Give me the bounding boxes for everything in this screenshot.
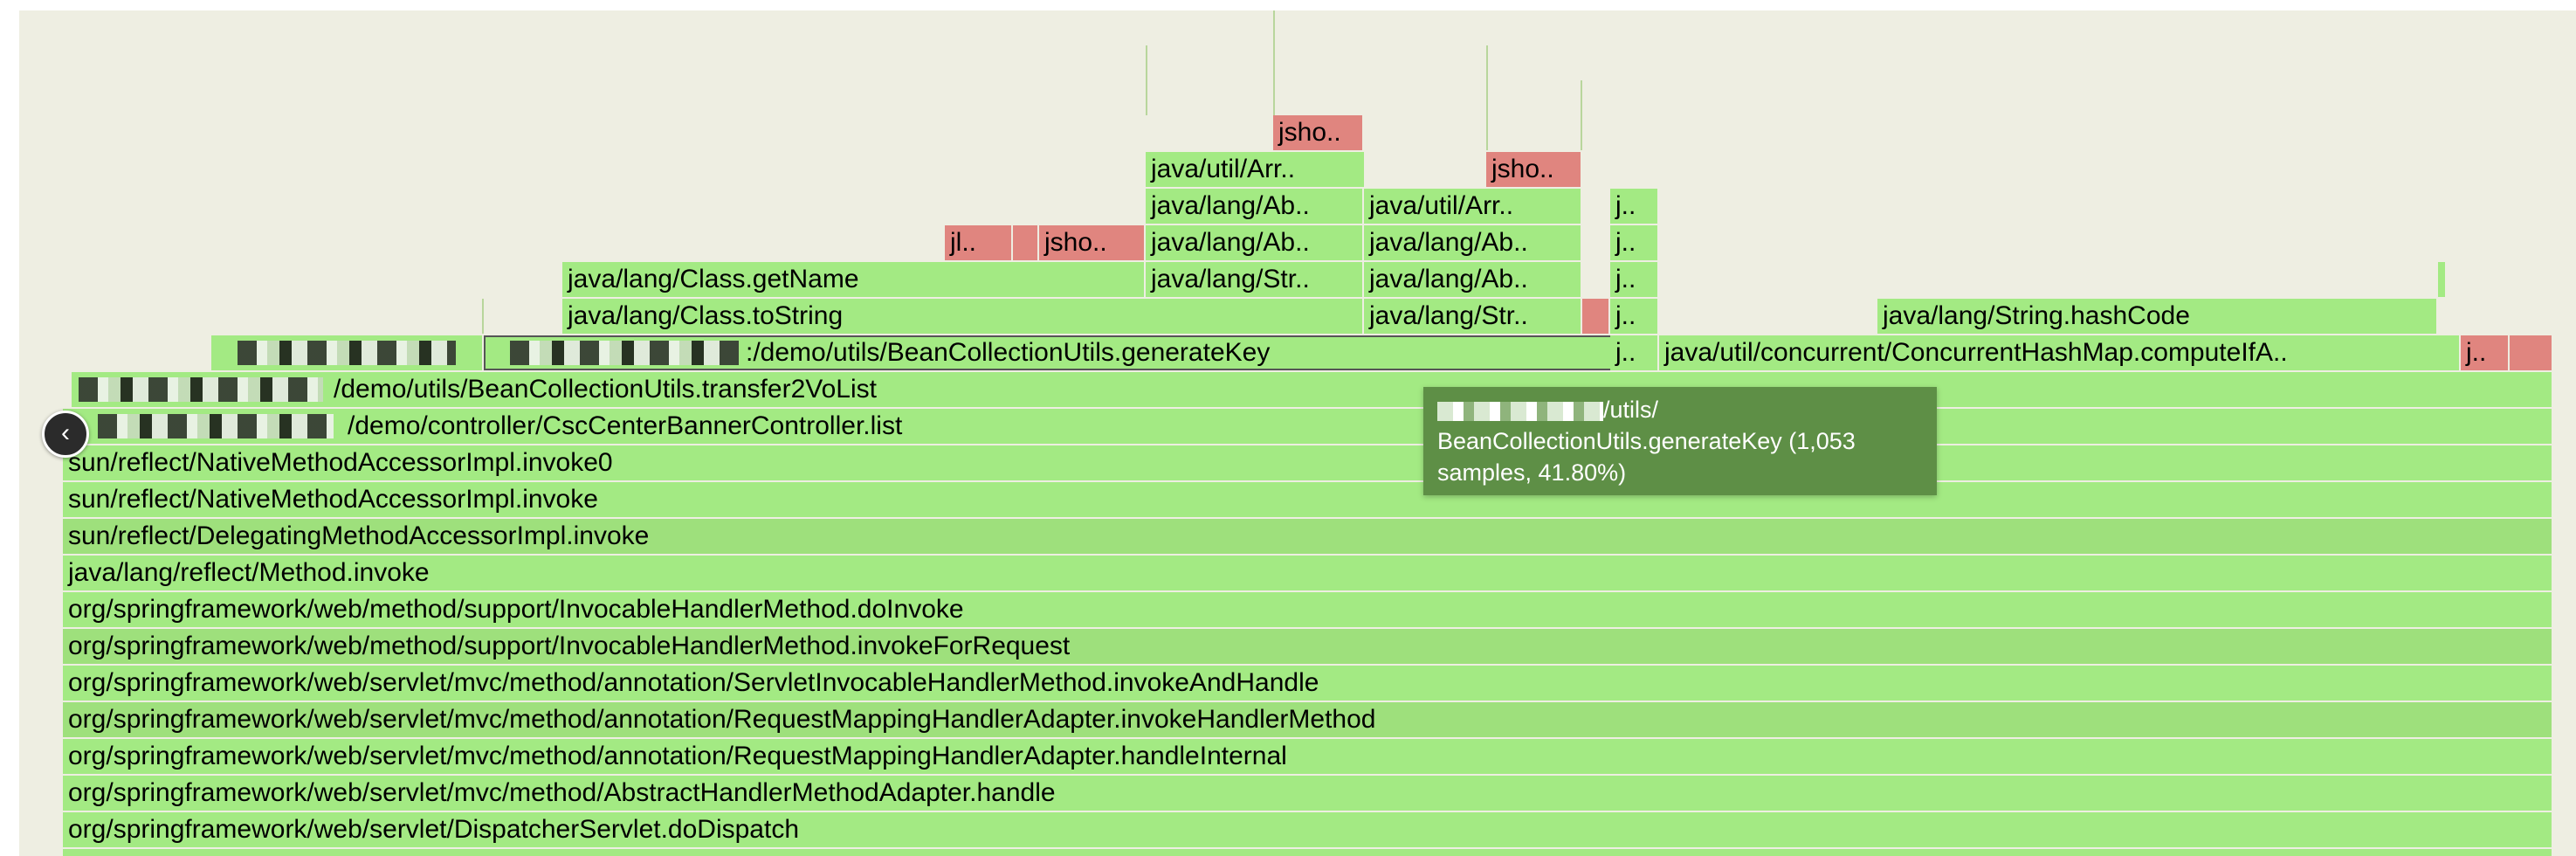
stack-line (482, 299, 484, 334)
frame-native-invoke[interactable]: sun/reflect/NativeMethodAccessorImpl.inv… (63, 482, 2553, 517)
frame-abstractstringbuilder[interactable]: java/lang/Ab.. (1364, 225, 1582, 260)
frame-generatekey[interactable]: :/demo/utils/BeanCollectionUtils.generat… (484, 335, 1629, 370)
frame-blurred[interactable] (211, 335, 484, 370)
frame-green-sliver[interactable] (2438, 262, 2447, 297)
frame-jsho[interactable]: jsho.. (1486, 152, 1582, 187)
frame-delegating-invoke[interactable]: sun/reflect/DelegatingMethodAccessorImpl… (63, 519, 2553, 554)
frame-red-small[interactable] (1013, 225, 1039, 260)
frame-j[interactable]: j.. (1610, 335, 1659, 370)
frame-string[interactable]: java/lang/Str.. (1146, 262, 1364, 297)
frame-dodispatch[interactable]: org/springframework/web/servlet/Dispatch… (63, 812, 2553, 847)
frame-class-getname[interactable]: java/lang/Class.getName (562, 262, 1146, 297)
frame-invokeforrequest[interactable]: org/springframework/web/method/support/I… (63, 629, 2553, 664)
frame-class-tostring[interactable]: java/lang/Class.toString (562, 299, 1364, 334)
frame-jsho[interactable]: jsho.. (1039, 225, 1146, 260)
tooltip-line-1: /utils/ (1437, 394, 1923, 425)
frame-j[interactable]: j.. (1610, 299, 1659, 334)
frame-handleinternal[interactable]: org/springframework/web/servlet/mvc/meth… (63, 739, 2553, 774)
frame-invokehandlermethod[interactable]: org/springframework/web/servlet/mvc/meth… (63, 702, 2553, 737)
frame-abstractstringbuilder[interactable]: java/lang/Ab.. (1364, 262, 1582, 297)
frame-doinvoke[interactable]: org/springframework/web/method/support/I… (63, 592, 2553, 627)
frame-j[interactable]: j.. (2461, 335, 2510, 370)
redaction (79, 377, 323, 402)
frame-transfer2volist[interactable]: /demo/utils/BeanCollectionUtils.transfer… (72, 372, 2553, 407)
redaction (1437, 401, 1603, 421)
stack-line (1486, 45, 1488, 150)
frame-abstractstringbuilder[interactable]: java/lang/Ab.. (1146, 189, 1364, 224)
frame-arraylist[interactable]: java/util/Arr.. (1146, 152, 1366, 187)
chevron-left-icon: ‹ (61, 418, 70, 447)
redaction (510, 341, 739, 365)
frame-handle[interactable]: org/springframework/web/servlet/mvc/meth… (63, 776, 2553, 811)
frame-j[interactable]: j.. (1610, 189, 1659, 224)
frame-abstractstringbuilder[interactable]: java/lang/Ab.. (1146, 225, 1364, 260)
frame-transfer2volist-label: /demo/utils/BeanCollectionUtils.transfer… (334, 375, 877, 404)
frame-computeifabsent[interactable]: java/util/concurrent/ConcurrentHashMap.c… (1659, 335, 2461, 370)
stack-line (1581, 80, 1582, 150)
stack-line (1146, 45, 1147, 115)
frame-jl[interactable]: jl.. (945, 225, 1013, 260)
frame-j[interactable]: j.. (1610, 225, 1659, 260)
frame-generatekey-label: :/demo/utils/BeanCollectionUtils.generat… (746, 338, 1271, 367)
frame-controller-list[interactable]: /demo/controller/CscCenterBannerControll… (63, 409, 2553, 444)
flame-graph: jsho.. java/util/Arr.. jsho.. java/lang/… (19, 10, 2576, 856)
frame-invokeandhandle[interactable]: org/springframework/web/servlet/mvc/meth… (63, 666, 2553, 701)
redaction (98, 414, 334, 438)
frame-invoke0[interactable]: sun/reflect/NativeMethodAccessorImpl.inv… (63, 445, 2553, 480)
stack-line (1273, 10, 1275, 115)
redaction (238, 341, 456, 365)
frame-red-small[interactable] (2510, 335, 2553, 370)
tooltip-line-2: BeanCollectionUtils.generateKey (1,053 (1437, 428, 1856, 454)
frame-arraylist[interactable]: java/util/Arr.. (1364, 189, 1582, 224)
frame-controller-list-label: /demo/controller/CscCenterBannerControll… (348, 411, 903, 440)
frame-jsho[interactable]: jsho.. (1273, 115, 1364, 150)
frame-string[interactable]: java/lang/Str.. (1364, 299, 1582, 334)
frame-string-hashcode[interactable]: java/lang/String.hashCode (1877, 299, 2438, 334)
frame-tooltip: /utils/ BeanCollectionUtils.generateKey … (1423, 387, 1937, 495)
frame-method-invoke[interactable]: java/lang/reflect/Method.invoke (63, 556, 2553, 590)
back-button[interactable]: ‹ (42, 411, 89, 458)
frame-red-small[interactable] (1582, 299, 1610, 334)
tooltip-line-3: samples, 41.80%) (1437, 459, 1627, 486)
frame-j[interactable]: j.. (1610, 262, 1659, 297)
frame-partial[interactable] (63, 849, 2553, 856)
